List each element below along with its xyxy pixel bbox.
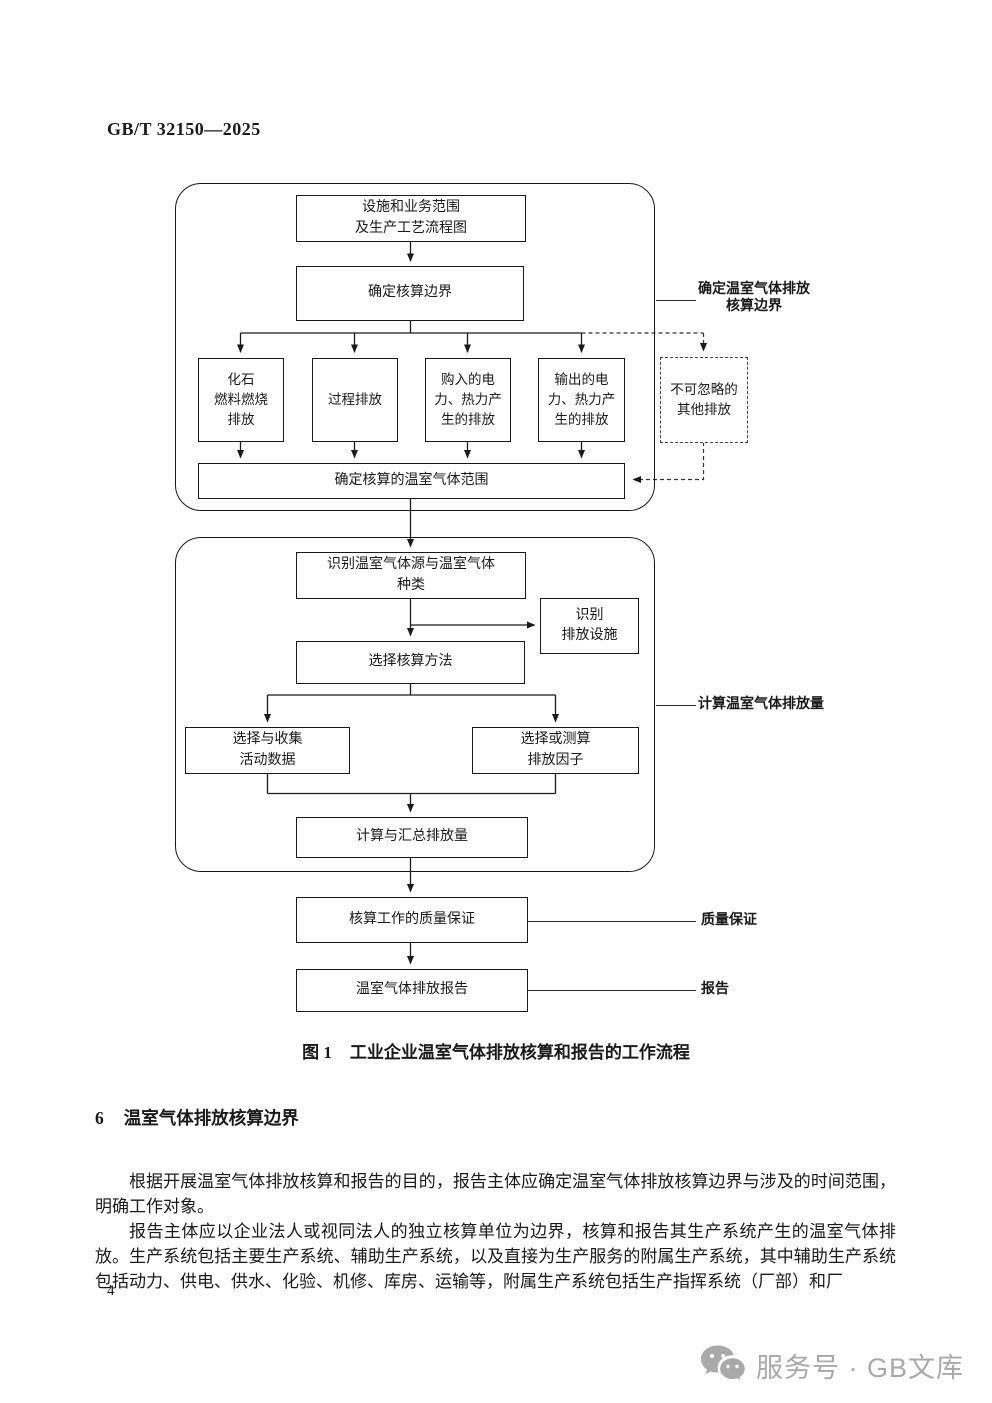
side-label-qa: 质量保证 xyxy=(701,913,757,928)
section-number: 6 xyxy=(95,1108,104,1128)
figure-caption-text: 工业企业温室气体排放核算和报告的工作流程 xyxy=(349,1043,690,1062)
standard-code: GB/T 32150—2025 xyxy=(107,119,261,139)
flow-box-activity-data: 选择与收集 活动数据 xyxy=(185,727,350,774)
flow-box-define-boundary: 确定核算边界 xyxy=(296,266,524,321)
page-number: 4 xyxy=(107,1283,115,1299)
flow-box-identify-facilities: 识别 排放设施 xyxy=(540,598,639,654)
label-bracket-lines xyxy=(528,300,696,991)
boundary-stage-group xyxy=(175,183,655,511)
watermark-text: 服务号 · GB文库 xyxy=(756,1352,965,1383)
flow-box-select-method: 选择核算方法 xyxy=(296,641,525,684)
flow-box-calculate-total: 计算与汇总排放量 xyxy=(296,817,528,858)
wechat-icon xyxy=(701,1345,746,1384)
calculation-stage-group xyxy=(175,537,655,872)
side-label-report: 报告 xyxy=(701,982,729,997)
section-heading: 6 温室气体排放核算边界 xyxy=(95,1105,299,1130)
solid-flow-lines xyxy=(237,241,585,965)
side-label-boundary: 确定温室气体排放 核算边界 xyxy=(698,282,810,314)
section-title: 温室气体排放核算边界 xyxy=(123,1108,299,1128)
flow-box-facility-scope: 设施和业务范围 及生产工艺流程图 xyxy=(296,195,526,242)
side-label-calculation: 计算温室气体排放量 xyxy=(698,697,824,712)
flow-box-exported-power: 输出的电 力、热力产 生的排放 xyxy=(538,358,625,442)
flow-box-quality-assurance: 核算工作的质量保证 xyxy=(296,897,528,943)
dashed-flow-lines xyxy=(581,332,707,483)
body-paragraph-1: 根据开展温室气体排放核算和报告的目的，报告主体应确定温室气体排放核算边界与涉及的… xyxy=(95,1172,896,1216)
figure-caption: 图 1 工业企业温室气体排放核算和报告的工作流程 xyxy=(0,1038,992,1063)
flow-box-process-emission: 过程排放 xyxy=(312,358,398,442)
flow-box-purchased-power: 购入的电 力、热力产 生的排放 xyxy=(425,358,511,442)
flow-box-emission-factor: 选择或测算 排放因子 xyxy=(472,727,639,774)
figure-caption-number: 图 1 xyxy=(302,1043,332,1062)
flow-box-other-emission: 不可忽略的 其他排放 xyxy=(660,357,748,443)
flow-box-identify-sources: 识别温室气体源与温室气体 种类 xyxy=(296,552,526,599)
flow-box-ghg-scope: 确定核算的温室气体范围 xyxy=(198,463,625,499)
body-paragraph-2: 报告主体应以企业法人或视同法人的独立核算单位为边界，核算和报告其生产系统产生的温… xyxy=(95,1222,896,1291)
watermark: 服务号 · GB文库 xyxy=(700,1341,992,1389)
flow-box-ghg-report: 温室气体排放报告 xyxy=(296,969,528,1012)
flow-box-fossil-fuel: 化石 燃料燃烧 排放 xyxy=(198,358,284,442)
